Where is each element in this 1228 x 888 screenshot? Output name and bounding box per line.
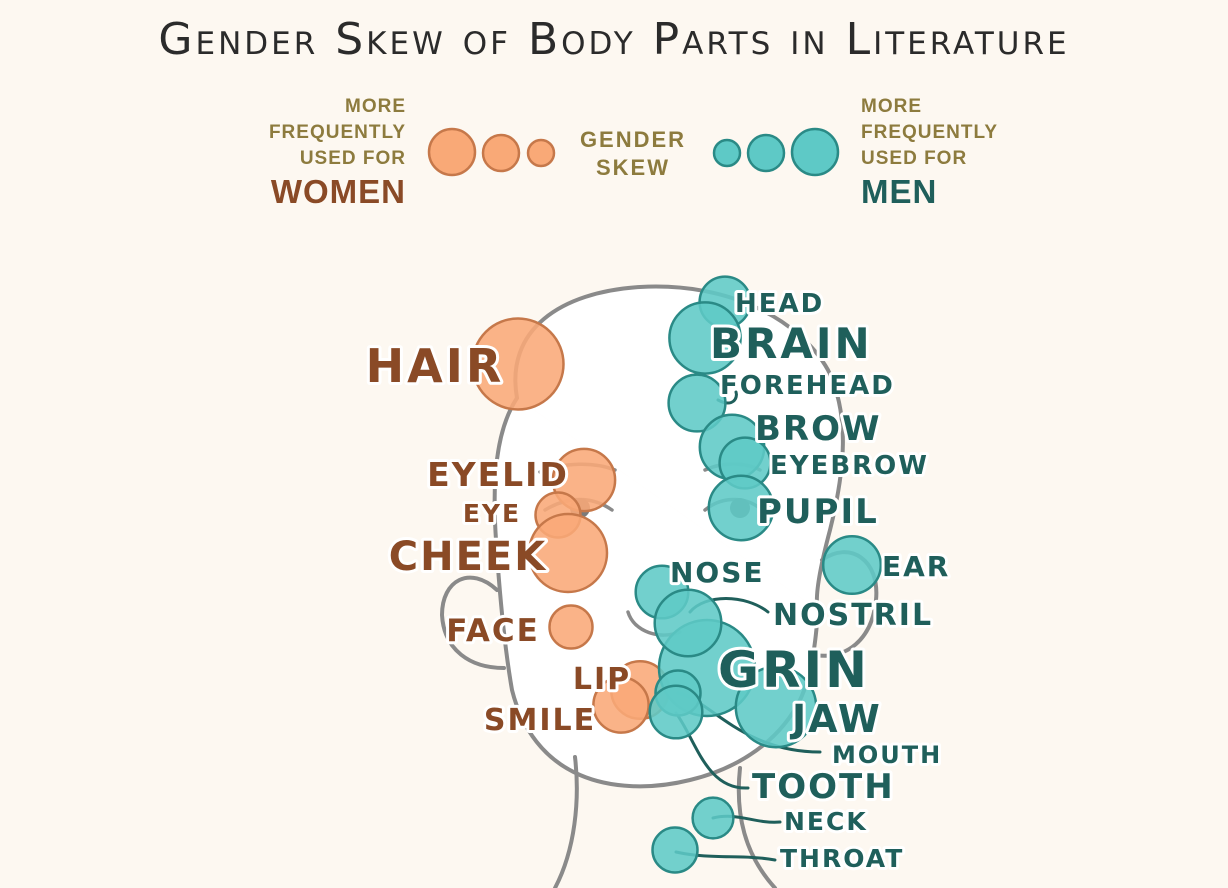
label-eye: EYE	[463, 499, 521, 528]
legend-center-text: GENDER SKEW	[560, 126, 706, 182]
label-tooth: TOOTH	[752, 767, 895, 807]
bubble-tooth	[648, 684, 704, 740]
legend-women-line: MORE	[345, 96, 406, 117]
label-mouth: MOUTH	[832, 741, 942, 769]
labels: HAIR EYELID EYE CHEEK FACE LIP SMILE HEA…	[363, 286, 952, 876]
label-smile: SMILE	[484, 703, 596, 738]
label-hair: HAIR	[366, 339, 505, 393]
legend-women-circle-medium	[481, 133, 521, 173]
legend-men-line: USED FOR	[861, 148, 968, 169]
label-forehead: FOREHEAD	[720, 371, 895, 401]
chart-title: Gender Skew of Body Parts in Literature	[158, 14, 1070, 65]
bubble-pupil	[707, 474, 775, 542]
legend-women-text: MORE FREQUENTLY USED FOR WOMEN	[220, 94, 406, 212]
legend-women-circle-large	[427, 127, 477, 177]
label-neck: NECK	[784, 807, 868, 836]
label-face: FACE	[446, 613, 540, 649]
bubble-smile	[592, 676, 650, 734]
label-lip: LIP	[573, 662, 631, 697]
bubble-throat	[651, 826, 699, 874]
label-eyelid: EYELID	[427, 455, 569, 494]
label-cheek: CHEEK	[389, 534, 547, 580]
bubble-forehead	[667, 373, 727, 433]
legend-men-circle-small	[712, 138, 742, 168]
label-brow: BROW	[755, 409, 882, 449]
label-brain: BRAIN	[710, 319, 873, 368]
label-grin: GRIN	[718, 641, 870, 699]
legend-circles	[427, 127, 840, 177]
legend-center-line: SKEW	[596, 155, 670, 180]
neck-right-outline	[736, 766, 777, 888]
bubble-jaw	[734, 665, 818, 749]
neck-left-outline	[553, 755, 579, 888]
legend-center-line: GENDER	[579, 127, 687, 152]
legend-men-text: MORE FREQUENTLY USED FOR MEN	[861, 94, 1061, 212]
legend-women-circle-small	[526, 138, 556, 168]
label-throat: THROAT	[780, 844, 904, 873]
legend-men-circle-medium	[746, 133, 786, 173]
bubble-brain	[668, 301, 742, 375]
legend-women-line: FREQUENTLY	[268, 122, 406, 143]
left-ear-outline	[440, 575, 506, 670]
label-ear: EAR	[882, 550, 950, 583]
bubble-face	[548, 604, 594, 650]
label-jaw: JAW	[789, 697, 882, 741]
legend-women-line: USED FOR	[299, 148, 406, 169]
bubbles	[471, 275, 883, 874]
bubble-ear	[821, 534, 883, 596]
bubble-hair	[471, 317, 565, 411]
bubble-cheek	[527, 512, 609, 594]
bubble-nostril	[653, 588, 723, 658]
label-nose: NOSE	[670, 556, 765, 589]
label-head: HEAD	[735, 289, 824, 319]
label-pupil: PUPIL	[757, 492, 879, 532]
label-eyebrow: EYEBROW	[770, 451, 929, 481]
bubble-neck	[691, 796, 735, 840]
legend-men-circle-large	[790, 127, 840, 177]
legend-men-line: MORE	[861, 96, 922, 117]
legend-women-label: WOMEN	[270, 173, 406, 210]
legend-men-line: FREQUENTLY	[861, 122, 999, 143]
legend-men-label: MEN	[861, 173, 938, 210]
label-nostril: NOSTRIL	[773, 598, 933, 633]
